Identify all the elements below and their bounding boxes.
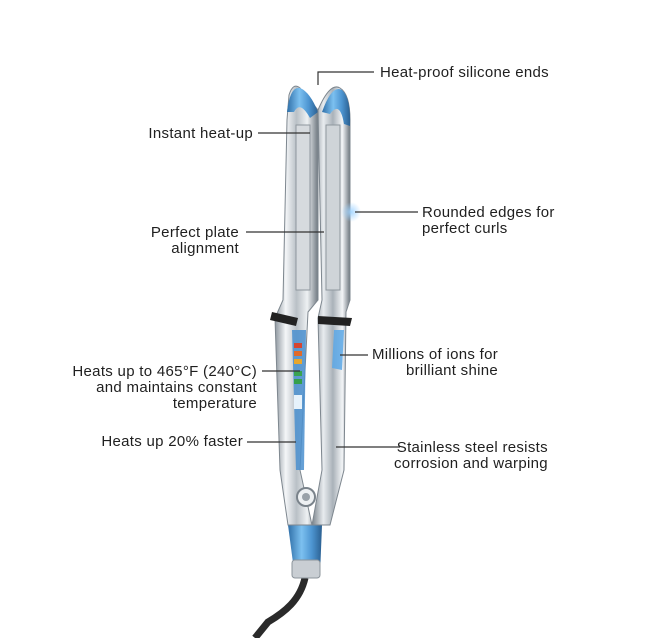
edge-glow (341, 202, 361, 222)
right-plate (325, 124, 341, 291)
leader-lines (246, 71, 418, 448)
led-green-2 (294, 379, 302, 384)
callout-stainless: Stainless steel resists corrosion and wa… (394, 440, 548, 472)
callout-temperature-line2: and maintains constant (96, 379, 257, 396)
callout-temperature-line1: Heats up to 465°F (240°C) (72, 363, 257, 380)
callout-stainless-line1: Stainless steel resists (396, 439, 548, 456)
right-tip (322, 88, 351, 126)
callout-plate-alignment-line1: Perfect plate (150, 224, 239, 241)
callout-stainless-line2: corrosion and warping (394, 455, 548, 472)
left-grip-pad (270, 312, 298, 326)
callout-faster: Heats up 20% faster (101, 434, 243, 450)
led-red-2 (294, 351, 302, 356)
callout-ions-line1: Millions of ions for (372, 346, 499, 363)
leader-silicone (317, 71, 374, 85)
callout-ions: Millions of ions for brilliant shine (372, 347, 498, 379)
right-blue-panel (332, 330, 344, 370)
led-orange (294, 359, 302, 364)
right-grip-pad (318, 316, 352, 326)
callout-temperature: Heats up to 465°F (240°C) and maintains … (72, 364, 257, 412)
callout-silicone-ends-text: Heat-proof silicone ends (380, 64, 549, 81)
callout-temperature-line3: temperature (172, 395, 257, 412)
led-red-1 (294, 343, 302, 348)
callout-ions-line2: brilliant shine (406, 362, 499, 379)
callout-rounded-edges-line1: Rounded edges for (422, 204, 555, 221)
callout-silicone-ends: Heat-proof silicone ends (380, 65, 549, 81)
callout-plate-alignment-line2: alignment (171, 240, 239, 257)
callout-plate-alignment: Perfect plate alignment (151, 225, 239, 257)
left-tip (287, 87, 318, 118)
callout-instant-heat: Instant heat-up (148, 126, 253, 142)
callout-rounded-edges: Rounded edges for perfect curls (422, 205, 555, 237)
callout-rounded-edges-line2: perfect curls (422, 220, 508, 237)
led-green-1 (294, 371, 302, 376)
power-button-center (302, 493, 310, 501)
cord-collar (291, 559, 321, 579)
led-white (294, 395, 302, 409)
callout-faster-text: Heats up 20% faster (101, 433, 243, 450)
power-cord (252, 577, 309, 638)
left-plate (295, 124, 311, 291)
callout-instant-heat-text: Instant heat-up (148, 125, 253, 142)
